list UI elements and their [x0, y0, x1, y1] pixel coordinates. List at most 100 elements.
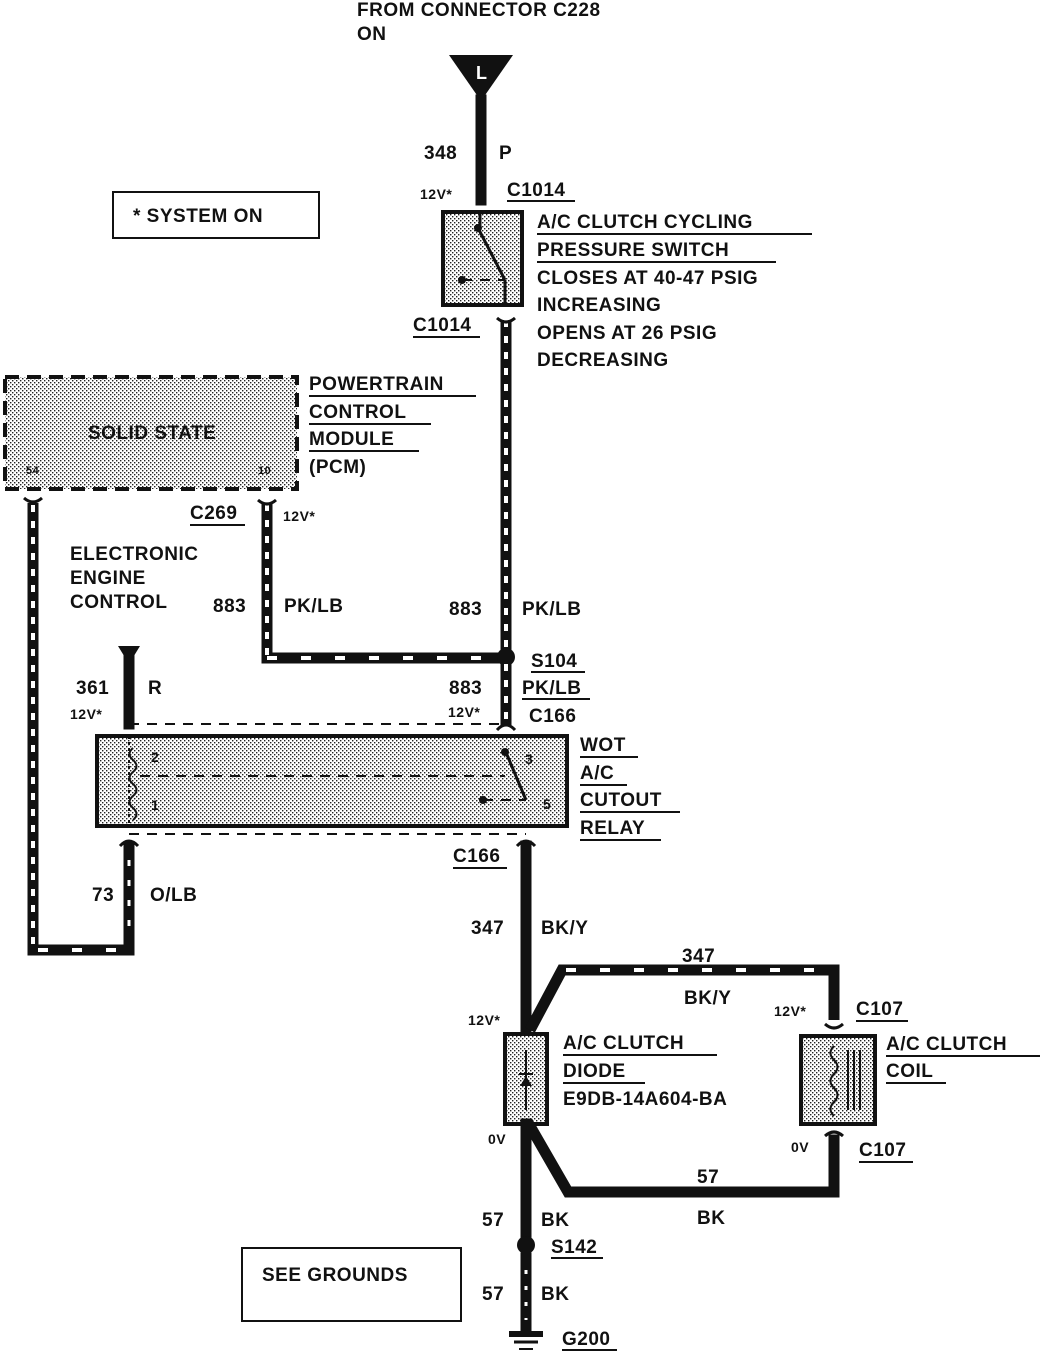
pressure-switch	[441, 210, 524, 307]
wire-883-right-circuit: 883	[449, 599, 482, 620]
svg-text:CONTROL: CONTROL	[309, 402, 406, 423]
pressure-switch-label: A/C CLUTCH CYCLING PRESSURE SWITCH CLOSE…	[537, 212, 812, 371]
svg-text:A/C CLUTCH CYCLING: A/C CLUTCH CYCLING	[537, 212, 753, 233]
svg-text:A/C CLUTCH: A/C CLUTCH	[563, 1033, 684, 1054]
svg-text:CUTOUT: CUTOUT	[580, 790, 662, 811]
wire-347-branch-circuit: 347	[682, 946, 715, 967]
wire-883-left-color: PK/LB	[284, 596, 344, 617]
connector-c1014-top: C1014	[507, 180, 566, 201]
svg-text:2: 2	[151, 749, 159, 765]
svg-text:WOT: WOT	[580, 735, 626, 756]
wire-361-color: R	[148, 678, 162, 699]
relay-883-voltage: 12V*	[448, 704, 480, 720]
system-on-note: * SYSTEM ON	[112, 191, 320, 239]
splice-s142-label: S142	[551, 1237, 597, 1258]
connector-c107-bottom: C107	[859, 1140, 906, 1161]
wire-361-circuit: 361	[76, 678, 109, 699]
svg-text:INCREASING: INCREASING	[537, 295, 661, 316]
svg-text:MODULE: MODULE	[309, 429, 394, 450]
wire-347-main	[515, 839, 537, 1040]
relay-label: WOT A/C CUTOUT RELAY	[580, 735, 680, 841]
wire-57-branch-circuit: 57	[697, 1167, 719, 1188]
svg-text:(PCM): (PCM)	[309, 457, 366, 478]
svg-text:FROM CONNECTOR C228: FROM CONNECTOR C228	[357, 0, 601, 21]
svg-text:DIODE: DIODE	[563, 1061, 626, 1082]
ac-clutch-diode	[503, 1032, 549, 1126]
relay-361-voltage: 12V*	[70, 706, 102, 722]
svg-text:ENGINE: ENGINE	[70, 568, 146, 589]
svg-text:L: L	[476, 63, 488, 83]
wire-883-relay	[495, 660, 517, 732]
coil-bottom-voltage: 0V	[791, 1139, 809, 1155]
wire-73-circuit: 73	[92, 885, 114, 906]
svg-text:A/C: A/C	[580, 763, 614, 784]
connector-c166-top: C166	[529, 706, 576, 727]
pcm-module: SOLID STATE 54 10	[3, 375, 299, 491]
wire-57-branch	[522, 1118, 844, 1198]
wire-57-lower-circuit: 57	[482, 1284, 504, 1305]
wire-347-main-circuit: 347	[471, 918, 504, 939]
eec-label: ELECTRONIC ENGINE CONTROL	[70, 544, 199, 613]
wire-57-branch-color: BK	[697, 1208, 725, 1229]
svg-text:PRESSURE SWITCH: PRESSURE SWITCH	[537, 240, 729, 261]
svg-text:1: 1	[151, 797, 159, 813]
wire-883-right-color: PK/LB	[522, 599, 582, 620]
pcm-pin-voltage: 12V*	[283, 508, 315, 524]
coil-top-voltage: 12V*	[774, 1003, 806, 1019]
wire-883-relay-circuit: 883	[449, 678, 482, 699]
svg-text:54: 54	[26, 465, 40, 477]
see-grounds-note: SEE GROUNDS	[241, 1247, 462, 1322]
wire-57-lower-color: BK	[541, 1284, 569, 1305]
wire-883-right	[496, 316, 516, 655]
svg-text:ELECTRONIC: ELECTRONIC	[70, 544, 199, 565]
pcm-label: POWERTRAIN CONTROL MODULE (PCM)	[309, 374, 476, 478]
source-label: FROM CONNECTOR C228 ON	[357, 0, 601, 45]
svg-text:10: 10	[258, 465, 271, 477]
svg-text:ON: ON	[357, 24, 387, 45]
svg-text:A/C CLUTCH: A/C CLUTCH	[886, 1034, 1007, 1055]
wot-cutout-relay: 2 1 3 5	[95, 734, 569, 828]
diode-label: A/C CLUTCH DIODE E9DB-14A604-BA	[563, 1033, 727, 1110]
wire-883-relay-color: PK/LB	[522, 678, 582, 699]
svg-text:RELAY: RELAY	[580, 818, 645, 839]
wire-347-branch	[525, 964, 844, 1033]
splice-s104-label: S104	[531, 651, 577, 672]
svg-text:POWERTRAIN: POWERTRAIN	[309, 374, 444, 395]
svg-text:SOLID STATE: SOLID STATE	[88, 423, 216, 444]
svg-text:COIL: COIL	[886, 1061, 933, 1082]
svg-text:5: 5	[543, 796, 551, 812]
svg-text:DECREASING: DECREASING	[537, 350, 669, 371]
wire-883-left	[257, 498, 506, 664]
wire-73-color: O/LB	[150, 885, 197, 906]
coil-label: A/C CLUTCH COIL	[886, 1034, 1040, 1084]
wire-57-upper-color: BK	[541, 1210, 569, 1231]
diode-bottom-voltage: 0V	[488, 1131, 506, 1147]
ground-g200-label: G200	[562, 1329, 610, 1350]
svg-text:* SYSTEM ON: * SYSTEM ON	[133, 206, 263, 227]
ac-clutch-coil	[799, 1034, 877, 1126]
wire-347-main-color: BK/Y	[541, 918, 588, 939]
connector-c107-top: C107	[856, 999, 903, 1020]
splice-s142	[517, 1236, 535, 1254]
svg-text:E9DB-14A604-BA: E9DB-14A604-BA	[563, 1089, 727, 1110]
svg-text:3: 3	[525, 751, 533, 767]
ground-g200-icon	[509, 1331, 543, 1350]
svg-text:CONTROL: CONTROL	[70, 592, 167, 613]
svg-text:OPENS AT 26 PSIG: OPENS AT 26 PSIG	[537, 323, 717, 344]
source-terminal: L	[449, 55, 513, 101]
wire-348-color: P	[499, 143, 512, 164]
wire-73	[23, 496, 140, 956]
svg-text:CLOSES AT 40-47 PSIG: CLOSES AT 40-47 PSIG	[537, 268, 758, 289]
connector-c1014-bottom: C1014	[413, 315, 472, 336]
wire-57-upper-circuit: 57	[482, 1210, 504, 1231]
svg-text:SEE GROUNDS: SEE GROUNDS	[262, 1265, 408, 1286]
connector-c269: C269	[190, 503, 237, 524]
wire-347-branch-color: BK/Y	[684, 988, 731, 1009]
wire-361	[118, 646, 140, 730]
switch-voltage: 12V*	[420, 186, 452, 202]
connector-c166-bottom: C166	[453, 846, 500, 867]
wire-883-left-circuit: 883	[213, 596, 246, 617]
wire-348-circuit: 348	[424, 143, 457, 164]
diode-top-voltage: 12V*	[468, 1012, 500, 1028]
